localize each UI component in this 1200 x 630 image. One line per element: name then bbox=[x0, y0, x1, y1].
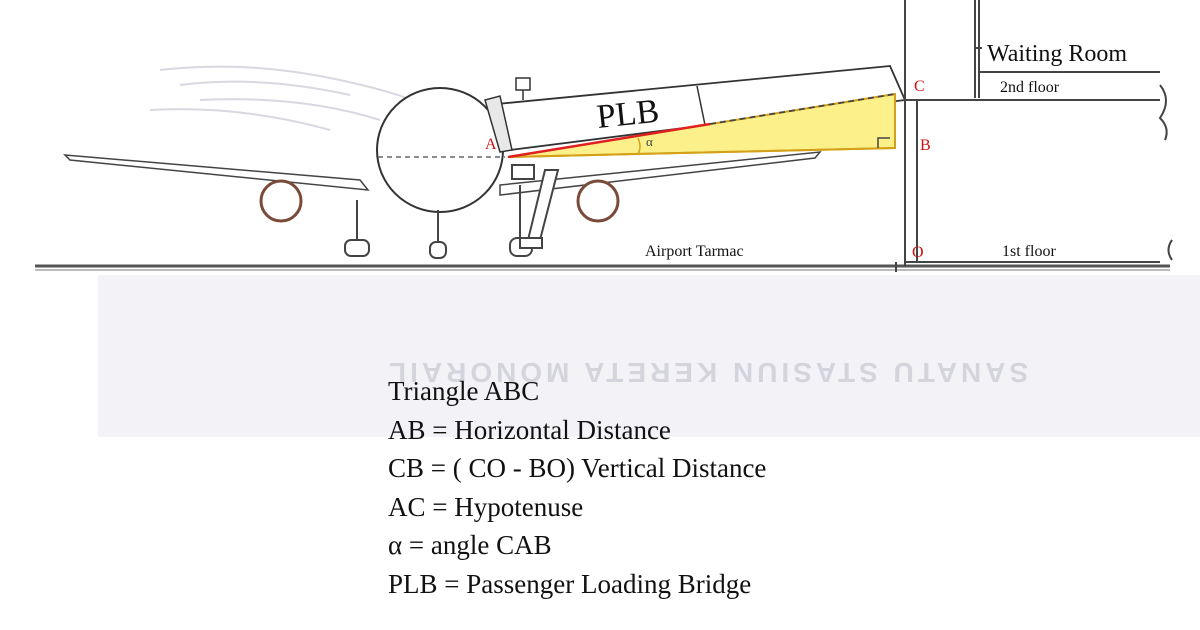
alpha-arc bbox=[637, 137, 641, 155]
point-o-label: O bbox=[912, 244, 924, 261]
first-floor-label: 1st floor bbox=[1002, 243, 1056, 260]
airport-tarmac-label: Airport Tarmac bbox=[645, 243, 744, 260]
legend-line-cb: CB = ( CO - BO) Vertical Distance bbox=[388, 453, 767, 483]
legend-line-plb: PLB = Passenger Loading Bridge bbox=[388, 568, 752, 599]
second-floor-label: 2nd floor bbox=[1000, 79, 1060, 96]
waiting-room-label: Waiting Room bbox=[987, 41, 1127, 67]
legend: Triangle ABC AB = Horizontal Distance CB… bbox=[388, 372, 766, 603]
alpha-label: α bbox=[646, 134, 653, 149]
terminal-building bbox=[895, 0, 1173, 272]
plb-roof-unit bbox=[515, 77, 531, 91]
legend-line-ac: AC = Hypotenuse bbox=[388, 491, 584, 522]
engine-left bbox=[259, 179, 303, 223]
aircraft-wing-left bbox=[63, 154, 370, 191]
plb-support-leg bbox=[511, 164, 560, 249]
engine-right bbox=[576, 179, 620, 223]
plb-cab bbox=[484, 95, 513, 153]
right-angle-marker bbox=[877, 137, 890, 148]
side-ab bbox=[507, 147, 896, 158]
plb-label: PLB bbox=[595, 93, 661, 136]
point-b-label: B bbox=[920, 137, 931, 154]
point-a-label: A bbox=[485, 136, 497, 153]
sketch-smear bbox=[149, 65, 423, 131]
plb-tunnel-joint bbox=[696, 85, 706, 126]
legend-line-alpha: α = angle CAB bbox=[388, 530, 552, 560]
point-c-label: C bbox=[914, 78, 925, 95]
legend-line-triangle: Triangle ABC bbox=[388, 376, 540, 406]
hypotenuse-ac bbox=[507, 122, 711, 159]
scanned-paper-background bbox=[98, 275, 1200, 437]
hypotenuse-ac-dashed bbox=[709, 93, 896, 125]
legend-line-ab: AB = Horizontal Distance bbox=[388, 414, 671, 445]
aircraft-wing-right bbox=[499, 151, 822, 196]
